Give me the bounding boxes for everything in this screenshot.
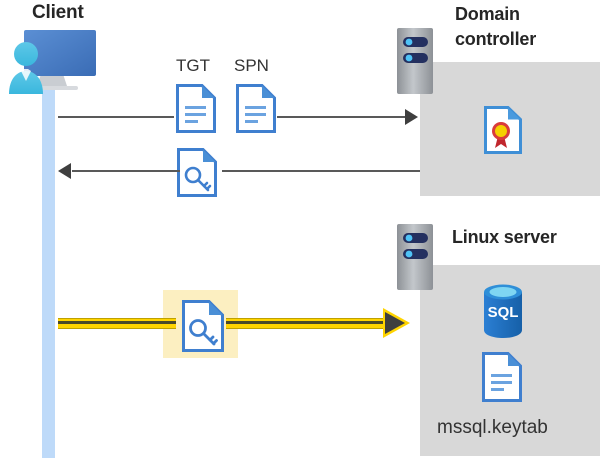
- certificate-document-icon: [484, 106, 522, 154]
- request-arrowhead: [405, 109, 418, 125]
- page-title-client: Client: [32, 2, 84, 23]
- keytab-filename-label: mssql.keytab: [437, 417, 548, 438]
- svg-text:SQL: SQL: [488, 304, 519, 321]
- spn-document-icon: [236, 84, 276, 133]
- ticket-arrow-core-left: [58, 321, 176, 324]
- response-arrow-segment-left: [72, 170, 180, 172]
- tgt-label: TGT: [176, 56, 210, 75]
- client-computer-user-icon: [4, 26, 100, 100]
- sql-database-icon: SQL: [481, 283, 525, 339]
- tgt-document-icon: [176, 84, 216, 133]
- page-title-linux-server: Linux server: [452, 227, 557, 247]
- ticket-arrowhead: [385, 312, 405, 334]
- request-arrow-segment-left: [58, 116, 174, 118]
- ticket-granting-document-key-icon: [177, 148, 217, 197]
- service-ticket-document-key-icon: [182, 300, 224, 352]
- spn-label: SPN: [234, 56, 269, 75]
- linux-server-rack-icon: [397, 224, 433, 290]
- keytab-document-icon: [482, 352, 522, 402]
- response-arrowhead: [58, 163, 71, 179]
- client-lifeline: [42, 72, 55, 458]
- domain-controller-rack-icon: [397, 28, 433, 94]
- request-arrow-segment-right: [277, 116, 409, 118]
- response-arrow-segment-right: [222, 170, 420, 172]
- ticket-arrow-core-right: [226, 321, 386, 324]
- page-title-domain-controller: Domain controller: [455, 4, 537, 49]
